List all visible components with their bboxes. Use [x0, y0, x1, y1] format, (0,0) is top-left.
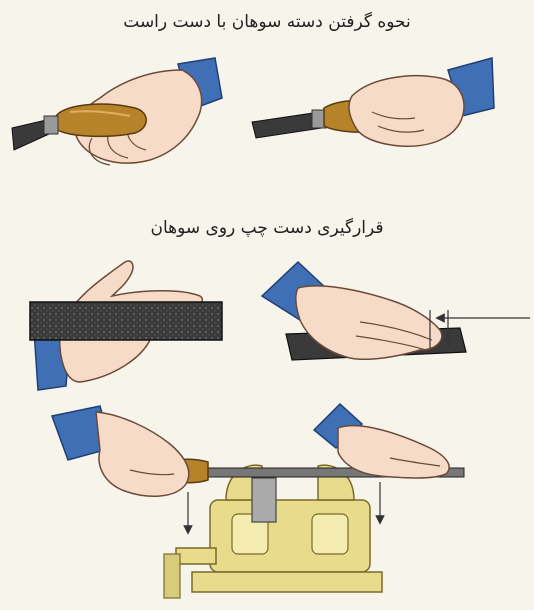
file-blade-icon — [12, 116, 58, 150]
file-rasp-icon — [30, 302, 222, 340]
figure-left-hand-over-file — [30, 261, 222, 390]
hand-icon — [349, 76, 464, 147]
figure-fist-grip — [252, 58, 494, 146]
file-handle-icon — [55, 104, 146, 136]
workpiece-icon — [252, 478, 276, 522]
figure-filing-in-vise — [52, 404, 464, 598]
hand-left-icon — [96, 412, 189, 496]
figure-palm-on-file — [262, 262, 530, 360]
figure-palm-grip-open — [12, 58, 222, 165]
file-blade-icon — [252, 110, 326, 138]
